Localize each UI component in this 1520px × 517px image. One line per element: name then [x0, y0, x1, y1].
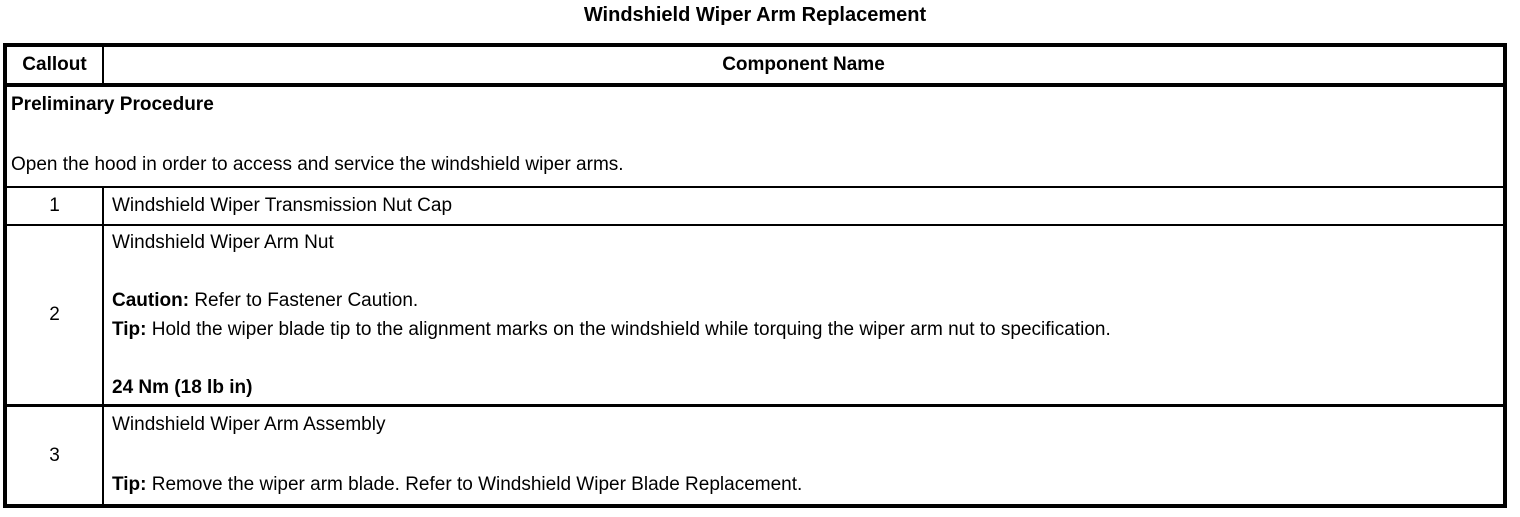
blank-line [11, 120, 1503, 150]
document-page: Windshield Wiper Arm Replacement Callout… [3, 3, 1507, 508]
component-name-text: Windshield Wiper Arm Nut [112, 232, 334, 253]
component-name-header-cell: Component Name [722, 54, 885, 75]
torque-spec: 24 Nm (18 lb in) [112, 377, 253, 398]
callout-header-cell: Callout [7, 47, 104, 83]
table-row: 1 Windshield Wiper Transmission Nut Cap [7, 188, 1503, 226]
component-cell: Windshield Wiper Arm Assembly Tip: Remov… [104, 407, 1503, 504]
component-cell: Windshield Wiper Arm Nut Caution: Refer … [104, 226, 1503, 404]
caution-line: Caution: Refer to Fastener Caution. [112, 286, 1503, 315]
table-header-row: Callout Component Name [7, 47, 1503, 87]
tip-text: Hold the wiper blade tip to the alignmen… [146, 319, 1111, 340]
component-name-text: Windshield Wiper Transmission Nut Cap [112, 195, 453, 216]
blank-line [112, 257, 1503, 286]
blank-line [112, 344, 1503, 373]
table-row: 2 Windshield Wiper Arm Nut Caution: Refe… [7, 226, 1503, 407]
preliminary-procedure-title: Preliminary Procedure [11, 94, 214, 115]
tip-label: Tip: [112, 474, 147, 495]
callout-number: 3 [7, 407, 104, 504]
tip-text: Remove the wiper arm blade. Refer to Win… [146, 474, 803, 495]
tip-label: Tip: [112, 319, 147, 340]
blank-line [112, 440, 1503, 470]
caution-label: Caution: [112, 290, 190, 311]
callout-number: 2 [7, 226, 104, 404]
preliminary-procedure-instruction: Open the hood in order to access and ser… [11, 154, 624, 175]
component-table: Callout Component Name Preliminary Proce… [3, 43, 1507, 508]
callout-number: 1 [7, 188, 104, 224]
caution-text: Refer to Fastener Caution. [189, 290, 419, 311]
table-row: 3 Windshield Wiper Arm Assembly Tip: Rem… [7, 407, 1503, 504]
preliminary-procedure-row: Preliminary Procedure Open the hood in o… [7, 87, 1503, 188]
tip-line: Tip: Remove the wiper arm blade. Refer t… [112, 470, 1503, 500]
component-name-text: Windshield Wiper Arm Assembly [112, 414, 386, 435]
tip-line: Tip: Hold the wiper blade tip to the ali… [112, 315, 1503, 344]
page-title: Windshield Wiper Arm Replacement [583, 4, 927, 26]
